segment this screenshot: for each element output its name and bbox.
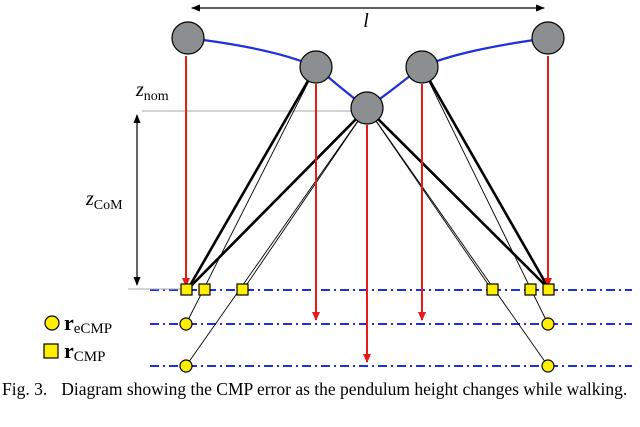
legend-cmp-label: rCMP bbox=[64, 338, 105, 365]
caption-text: Diagram showing the CMP error as the pen… bbox=[61, 379, 628, 399]
z-com-label: zCoM bbox=[85, 188, 123, 213]
ground-lines bbox=[150, 289, 632, 367]
com-masses bbox=[171, 21, 565, 125]
caption-label: Fig. 3. bbox=[2, 379, 48, 399]
pendulum-legs bbox=[186, 65, 551, 291]
legend-ecmp-label: reCMP bbox=[64, 310, 112, 337]
mass-right-outer bbox=[531, 21, 565, 55]
figure-caption: Fig. 3. Diagram showing the CMP error as … bbox=[2, 379, 638, 400]
mass-center bbox=[350, 91, 384, 125]
ecmp-markers bbox=[179, 317, 555, 373]
z-nom-label: znom bbox=[135, 79, 169, 104]
legend: reCMP rCMP bbox=[43, 310, 112, 365]
legend-ecmp-circle-icon bbox=[44, 315, 60, 331]
cmp-markers bbox=[180, 283, 555, 296]
force-arrows bbox=[182, 56, 552, 363]
mass-right-inner bbox=[405, 50, 439, 84]
projection-lines bbox=[185, 66, 549, 367]
diagram-figure: l znom zCoM bbox=[43, 4, 632, 373]
length-label: l bbox=[363, 10, 369, 32]
mass-left-outer bbox=[171, 21, 205, 55]
mass-left-inner bbox=[299, 50, 333, 84]
legend-cmp-square-icon bbox=[43, 343, 59, 359]
